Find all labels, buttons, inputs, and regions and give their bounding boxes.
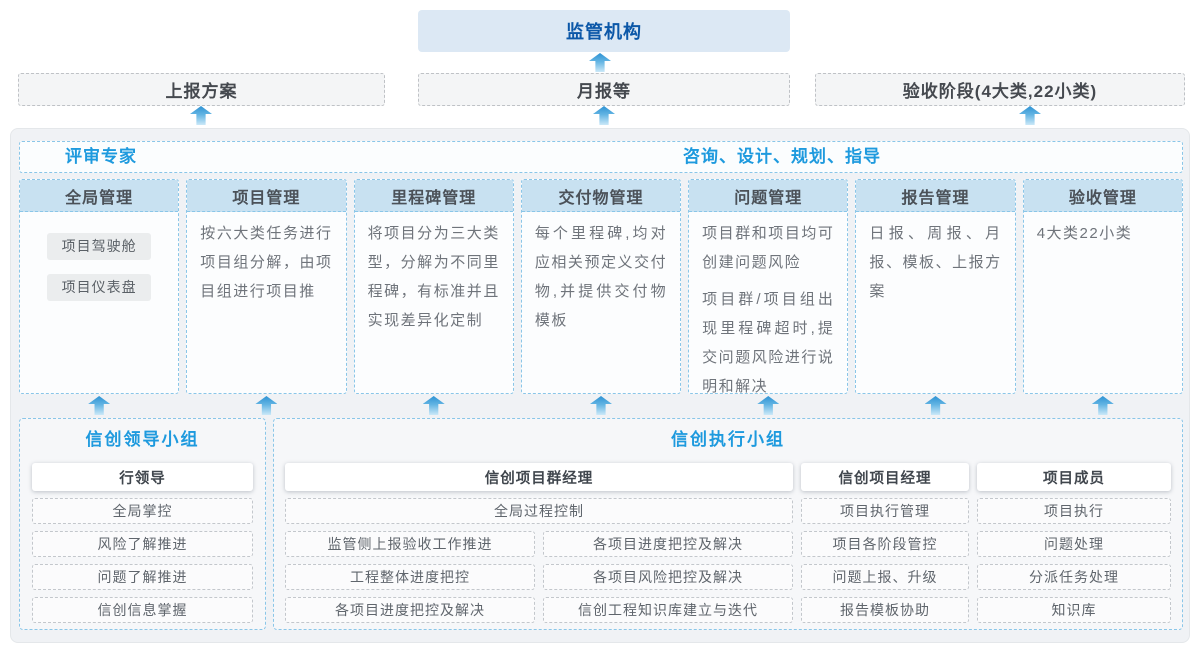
column-title: 交付物管理	[521, 180, 681, 212]
pgm-item: 各项目风险把控及解决	[543, 564, 793, 590]
pgm-item: 工程整体进度把控	[285, 564, 535, 590]
arrow-cell	[19, 396, 179, 416]
column-arrows-row	[19, 396, 1183, 416]
leader-item: 信创信息掌握	[32, 597, 253, 623]
leader-item: 问题了解推进	[32, 564, 253, 590]
pm-item: 报告模板协助	[801, 597, 969, 623]
exec-group-row: 信创项目群经理 全局过程控制 监管侧上报验收工作推进 各项目进度把控及解决 工程…	[285, 463, 1171, 623]
column-title: 里程碑管理	[354, 180, 513, 212]
leader-item: 风险了解推进	[32, 531, 253, 557]
experts-label: 评审专家	[65, 147, 137, 166]
pgm-item: 各项目进度把控及解决	[543, 531, 793, 557]
project-member-group: 项目成员 项目执行 问题处理 分派任务处理 知识库	[977, 463, 1171, 623]
program-manager-group: 信创项目群经理 全局过程控制 监管侧上报验收工作推进 各项目进度把控及解决 工程…	[285, 463, 793, 623]
column-body: 4大类22小类	[1024, 212, 1182, 393]
column-text: 日报、周报、月报、模板、上报方案	[869, 225, 1002, 300]
column-text: 每个里程碑,均对应相关预定义交付物,并提供交付物模板	[534, 225, 668, 329]
arrow-up-icon	[88, 396, 111, 415]
arrow-up-icon	[589, 396, 612, 415]
column-text: 项目群和项目均可创建问题风险	[702, 225, 835, 271]
project-manager-group: 信创项目经理 项目执行管理 项目各阶段管控 问题上报、升级 报告模板协助	[801, 463, 969, 623]
leader-group-panel: 信创领导小组 行领导 全局掌控 风险了解推进 问题了解推进 信创信息掌握	[19, 418, 266, 630]
report-plan-box: 上报方案	[18, 73, 385, 106]
pgm-items-grid: 监管侧上报验收工作推进 各项目进度把控及解决 工程整体进度把控 各项目风险把控及…	[285, 531, 793, 623]
column-title: 验收管理	[1023, 180, 1182, 212]
column-body: 项目驾驶舱 项目仪表盘	[20, 212, 178, 393]
column-body: 日报、周报、月报、模板、上报方案	[856, 212, 1014, 393]
member-item: 知识库	[977, 597, 1171, 623]
column-title: 全局管理	[20, 180, 179, 212]
exec-group-title: 信创执行小组	[671, 430, 785, 449]
pgm-item-full: 全局过程控制	[285, 498, 793, 524]
role-project-member: 项目成员	[977, 463, 1171, 491]
acceptance-stage-box: 验收阶段(4大类,22小类)	[815, 73, 1185, 106]
role-program-manager: 信创项目群经理	[285, 463, 793, 491]
pgm-item: 各项目进度把控及解决	[285, 597, 535, 623]
monthly-report-box: 月报等	[418, 73, 790, 106]
column-issue-management: 问题管理 项目群和项目均可创建问题风险 项目群/项目组出现里程碑超时,提交问题风…	[688, 179, 849, 394]
management-container: 评审专家 咨询、设计、规划、指导 全局管理 项目驾驶舱 项目仪表盘 项目管理 按…	[10, 128, 1190, 643]
leader-item: 全局掌控	[32, 498, 253, 524]
pm-item: 项目各阶段管控	[801, 531, 969, 557]
column-acceptance-management: 验收管理 4大类22小类	[1022, 179, 1183, 394]
arrow-cell	[354, 396, 514, 416]
arrow-up-icon	[422, 396, 445, 415]
arrow-up-icon	[924, 396, 947, 415]
chip-project-dashboard: 项目仪表盘	[47, 274, 152, 301]
column-milestone-management: 里程碑管理 将项目分为三大类型，分解为不同里程碑，有标准并且实现差异化定制	[353, 179, 514, 394]
column-text: 将项目分为三大类型，分解为不同里程碑，有标准并且实现差异化定制	[367, 225, 500, 329]
arrow-cell	[186, 396, 346, 416]
pm-item: 问题上报、升级	[801, 564, 969, 590]
column-title: 项目管理	[187, 180, 346, 212]
column-body: 将项目分为三大类型，分解为不同里程碑，有标准并且实现差异化定制	[355, 212, 513, 393]
arrow-up-icon	[589, 53, 611, 72]
arrow-cell	[521, 396, 681, 416]
arrow-up-icon	[1019, 106, 1041, 125]
arrow-up-icon	[1091, 396, 1114, 415]
column-title: 报告管理	[856, 180, 1015, 212]
column-title: 问题管理	[689, 180, 848, 212]
role-project-manager: 信创项目经理	[801, 463, 969, 491]
pgm-item: 监管侧上报验收工作推进	[285, 531, 535, 557]
column-text: 4大类22小类	[1036, 225, 1133, 242]
column-text: 按六大类任务进行项目组分解，由项目组进行项目推	[200, 225, 333, 300]
arrow-up-icon	[255, 396, 278, 415]
column-global-management: 全局管理 项目驾驶舱 项目仪表盘	[19, 179, 180, 394]
pgm-item: 信创工程知识库建立与迭代	[543, 597, 793, 623]
column-project-management: 项目管理 按六大类任务进行项目组分解，由项目组进行项目推	[186, 179, 347, 394]
column-report-management: 报告管理 日报、周报、月报、模板、上报方案	[855, 179, 1016, 394]
experts-bar: 评审专家 咨询、设计、规划、指导	[19, 141, 1183, 173]
member-item: 问题处理	[977, 531, 1171, 557]
management-columns: 全局管理 项目驾驶舱 项目仪表盘 项目管理 按六大类任务进行项目组分解，由项目组…	[19, 179, 1183, 394]
pm-item: 项目执行管理	[801, 498, 969, 524]
column-text: 项目群/项目组出现里程碑超时,提交问题风险进行说明和解决	[702, 291, 835, 394]
exec-group-panel: 信创执行小组 信创项目群经理 全局过程控制 监管侧上报验收工作推进 各项目进度把…	[273, 418, 1183, 630]
chip-project-cockpit: 项目驾驶舱	[47, 233, 152, 260]
member-item: 分派任务处理	[977, 564, 1171, 590]
column-body: 按六大类任务进行项目组分解，由项目组进行项目推	[187, 212, 345, 393]
arrow-cell	[855, 396, 1015, 416]
leader-group-title: 信创领导小组	[85, 430, 200, 449]
column-deliverable-management: 交付物管理 每个里程碑,均对应相关预定义交付物,并提供交付物模板	[520, 179, 682, 394]
arrow-up-icon	[757, 396, 780, 415]
regulator-box: 监管机构	[418, 10, 790, 52]
member-item: 项目执行	[977, 498, 1171, 524]
arrow-up-icon	[190, 106, 212, 125]
arrow-cell	[1023, 396, 1183, 416]
column-body: 项目群和项目均可创建问题风险 项目群/项目组出现里程碑超时,提交问题风险进行说明…	[689, 212, 847, 394]
arrow-cell	[688, 396, 848, 416]
consulting-label: 咨询、设计、规划、指导	[683, 147, 881, 166]
role-bank-leader: 行领导	[32, 463, 253, 491]
arrow-up-icon	[593, 106, 615, 125]
column-body: 每个里程碑,均对应相关预定义交付物,并提供交付物模板	[522, 212, 680, 393]
